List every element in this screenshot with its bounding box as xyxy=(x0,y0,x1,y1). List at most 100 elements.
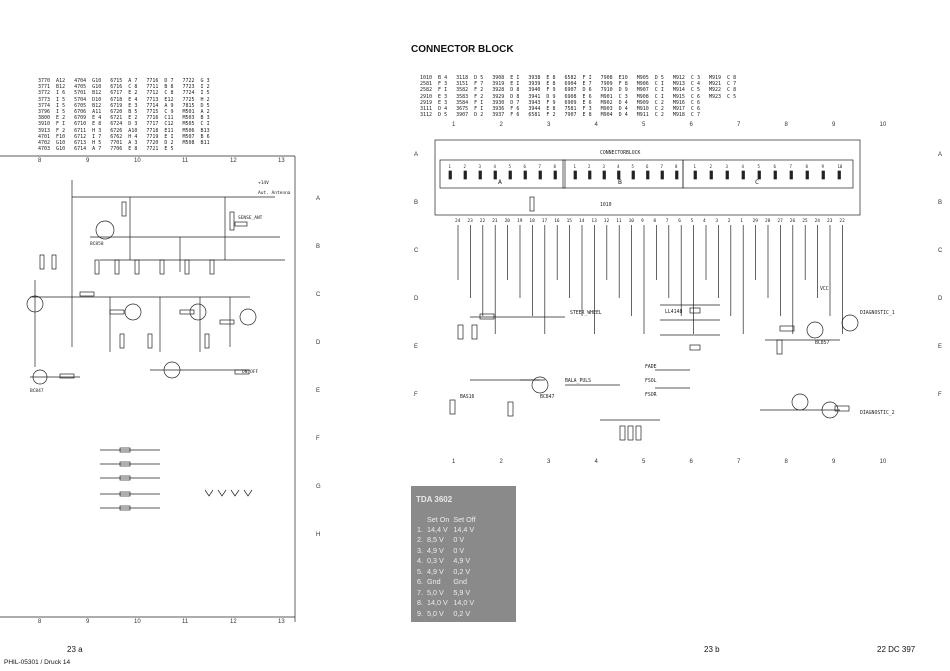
bottom-pin-label: 14 xyxy=(579,218,585,224)
bottom-pin-label: 18 xyxy=(529,218,535,224)
bottom-pin-label: 26 xyxy=(790,218,796,224)
connector-pin-b: 2 xyxy=(588,164,591,169)
grid-marker: D xyxy=(414,296,419,302)
lpt-row: 3773 I 5 5704 D10 6718 E 4 7713 E12 7725… xyxy=(38,96,210,103)
left-signal-aut-antenna: Aut. Antenna xyxy=(258,190,291,196)
bottom-pin-label: 1 xyxy=(740,218,743,224)
footer-right-code: 22 DC 397 xyxy=(877,645,916,654)
lpt-row: 3770 A12 4704 G10 6715 A 7 7716 D 7 7722… xyxy=(38,78,210,84)
connector-pin-contact xyxy=(675,170,679,180)
grid-marker: 3 xyxy=(547,459,551,465)
left-transistor-bc847: BC847 xyxy=(30,388,44,394)
signal-fade: FADE xyxy=(645,364,657,370)
connector-pin-a: 1 xyxy=(449,164,452,169)
grid-marker: F xyxy=(414,392,418,398)
tda-cell-off: 0 V xyxy=(453,545,465,555)
rpt-row: 3112 D 5 3907 D 2 3937 F 6 6581 F 2 7907… xyxy=(420,112,700,119)
connector-pin-b: 5 xyxy=(632,164,635,169)
tda-cell-off: 0,2 V xyxy=(453,566,471,576)
tda-col-off: Set Off xyxy=(453,514,476,524)
signal-diagnostic-2: DIAGNOSTIC_2 xyxy=(860,410,895,416)
grid-marker: B xyxy=(316,244,321,250)
connector-pin-c: 9 xyxy=(822,164,825,169)
diode-bas16: BAS16 xyxy=(460,394,475,400)
connector-pin-contact xyxy=(553,170,557,180)
connector-pin-contact xyxy=(789,170,793,180)
bottom-pin-label: 2 xyxy=(728,218,731,224)
grid-marker: 13 xyxy=(278,619,285,625)
grid-marker: 9 xyxy=(86,619,90,625)
connector-pin-a: 8 xyxy=(554,164,557,169)
tda-cell-off: Gnd xyxy=(453,577,467,586)
connector-pin-contact xyxy=(508,170,512,180)
tda-cell-off: 5,9 V xyxy=(453,587,471,597)
signal-vcc: VCC xyxy=(820,286,829,292)
connector-pin-contact xyxy=(837,170,841,180)
bottom-pin-label: 29 xyxy=(753,218,759,224)
bottom-pin-label: 4 xyxy=(703,218,706,224)
connector-pin-c: 2 xyxy=(710,164,713,169)
left-parts-table: 3770 A12 4704 G10 6715 A 7 7716 D 7 7722… xyxy=(38,78,210,152)
connector-pin-contact xyxy=(773,170,777,180)
connector-pin-contact xyxy=(709,170,713,180)
connector-pin-contact xyxy=(741,170,745,180)
bottom-pin-label: 8 xyxy=(653,218,656,224)
tda-cell-n: 2. xyxy=(417,535,423,544)
bottom-pin-label: 16 xyxy=(554,218,560,224)
connector-pin-contact xyxy=(588,170,592,180)
lpt-row: 3771 B12 4705 G10 6716 C 8 7711 B 8 7723… xyxy=(38,84,210,91)
connector-pin-contact xyxy=(573,170,577,180)
connector-pin-b: 1 xyxy=(574,164,577,169)
connector-pin-c: 5 xyxy=(758,164,761,169)
left-signal-14v: +14V xyxy=(258,180,269,186)
grid-marker: C xyxy=(316,292,321,298)
connector-pin-a: 3 xyxy=(479,164,482,169)
rpt-row: 2910 E 3 3583 F 2 3929 D 8 3941 D 9 6908… xyxy=(420,93,737,100)
bottom-pin-label: 11 xyxy=(616,218,622,224)
tda-cell-n: 6. xyxy=(417,577,423,586)
bottom-pin-label: 21 xyxy=(492,218,498,224)
grid-marker: 7 xyxy=(737,122,741,128)
tda-cell-on: Gnd xyxy=(427,577,441,586)
bottom-pin-label: 28 xyxy=(765,218,771,224)
grid-marker: 12 xyxy=(230,619,237,625)
left-transistor-bc858: BC858 xyxy=(90,241,104,247)
grid-marker: 4 xyxy=(594,122,598,128)
bottom-pin-label: 20 xyxy=(505,218,511,224)
connector-pin-contact xyxy=(538,170,542,180)
tda-cell-n: 7. xyxy=(417,587,423,597)
grid-marker: 10 xyxy=(134,158,141,164)
bottom-pin-label: 15 xyxy=(567,218,573,224)
grid-marker: 10 xyxy=(879,459,887,465)
connector-pin-a: 6 xyxy=(524,164,527,169)
tda-cell-n: 4. xyxy=(417,556,423,565)
lpt-row: 3910 F I 6710 E 8 6724 D 3 7717 C12 M505… xyxy=(38,121,210,128)
grid-marker: 6 xyxy=(689,122,693,128)
connector-pin-contact xyxy=(805,170,809,180)
connector-pin-contact xyxy=(478,170,482,180)
tda-cell-on: 5,0 V xyxy=(427,608,444,618)
bottom-pin-label: 23 xyxy=(827,218,833,224)
connector-pin-c: 1 xyxy=(694,164,697,169)
bottom-pin-label: 17 xyxy=(542,218,548,224)
connector-pin-contact xyxy=(493,170,497,180)
diode-ll4148: LL4148 xyxy=(665,309,682,315)
transistor-bc857: BC857 xyxy=(815,340,830,346)
grid-marker: 1 xyxy=(452,459,456,465)
bottom-pin-label: 23 xyxy=(467,218,473,224)
grid-marker: E xyxy=(316,388,321,394)
tda-cell-n: 8. xyxy=(417,598,423,607)
grid-marker: 13 xyxy=(278,158,285,164)
connector-pin-contact xyxy=(602,170,606,180)
grid-marker: F xyxy=(316,436,320,442)
grid-marker: 2 xyxy=(499,459,503,465)
connector-pin-contact xyxy=(646,170,650,180)
grid-marker: H xyxy=(316,532,321,538)
